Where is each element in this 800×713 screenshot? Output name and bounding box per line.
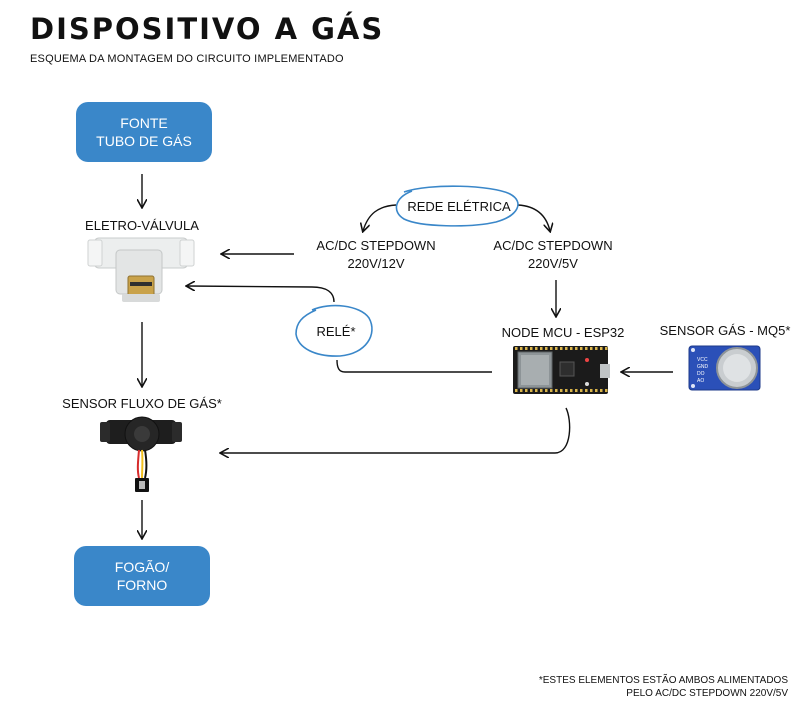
nodemcu-pins [515, 347, 608, 392]
rede-ellipse [395, 185, 519, 227]
nodemcu-image [513, 346, 610, 394]
nodemcu-pin [585, 389, 588, 392]
nodemcu-pin [570, 347, 573, 350]
nodemcu-pin [530, 347, 533, 350]
nodemcu-pin [545, 347, 548, 350]
arrow-rele-to-valvula [187, 286, 335, 303]
nodemcu-pin [580, 347, 583, 350]
fogao-line1: FOGÃO/ [114, 559, 170, 575]
nodemcu-pin [585, 347, 588, 350]
nodemcu-pin [575, 389, 578, 392]
nodemcu-pin [555, 347, 558, 350]
nodemcu-pin [555, 389, 558, 392]
stepdown12-line1: AC/DC STEPDOWN [316, 238, 436, 253]
fonte-line2: TUBO DE GÁS [96, 133, 192, 149]
valvula-label: ELETRO-VÁLVULA [85, 218, 199, 233]
page-title: DISPOSITIVO A GÁS [30, 12, 385, 46]
nodemcu-pin [565, 389, 568, 392]
nodemcu-pin [550, 389, 553, 392]
mq5-pin-label: VCC [697, 357, 708, 363]
stepdown5-line1: AC/DC STEPDOWN [493, 238, 613, 253]
nodemcu-pin [515, 389, 518, 392]
nodemcu-pin [595, 389, 598, 392]
rede-label: REDE ELÉTRICA [407, 199, 511, 214]
nodemcu-pin [550, 347, 553, 350]
nodemcu-pin [520, 389, 523, 392]
mq5-pin-label: AO [697, 378, 704, 384]
nodemcu-pin [570, 389, 573, 392]
nodemcu-pin [575, 347, 578, 350]
nodemcu-pin [560, 389, 563, 392]
stepdown12-line2: 220V/12V [347, 256, 405, 271]
arrow-nodemcu-to-fluxo [221, 407, 571, 453]
nodemcu-pin [520, 347, 523, 350]
mq5-pin-label: DO [697, 371, 705, 377]
footnote: *ESTES ELEMENTOS ESTÃO AMBOS ALIMENTADOS… [539, 674, 788, 700]
rele-ellipse [295, 304, 373, 357]
line-nodemcu-to-rele [336, 359, 492, 373]
arrow-rede-to-stepdown5 [517, 204, 550, 231]
nodemcu-pin [580, 389, 583, 392]
nodemcu-pin [525, 347, 528, 350]
nodemcu-pin [605, 347, 608, 350]
nodemcu-pin [540, 389, 543, 392]
nodemcu-pin [530, 389, 533, 392]
nodemcu-pin [600, 347, 603, 350]
mq5-label: SENSOR GÁS - MQ5* [659, 323, 791, 338]
nodemcu-pin [515, 347, 518, 350]
mq5-pin-label: GND [697, 364, 709, 370]
footnote-line2: PELO AC/DC STEPDOWN 220V/5V [626, 688, 788, 699]
nodemcu-pin [535, 389, 538, 392]
fogao-box: FOGÃO/ FORNO [74, 546, 210, 606]
footnote-line1: *ESTES ELEMENTOS ESTÃO AMBOS ALIMENTADOS [538, 675, 788, 686]
nodemcu-pin [590, 389, 593, 392]
stepdown5-line2: 220V/5V [528, 256, 578, 271]
fonte-line1: FONTE [120, 115, 168, 131]
nodemcu-pin [535, 347, 538, 350]
sensor-fluxo-image [100, 416, 182, 492]
stepdown5-label: AC/DC STEPDOWN 220V/5V [493, 237, 612, 273]
nodemcu-pin [560, 347, 563, 350]
page-subtitle: ESQUEMA DA MONTAGEM DO CIRCUITO IMPLEMEN… [30, 53, 344, 65]
nodemcu-pin [605, 389, 608, 392]
nodemcu-pin [590, 347, 593, 350]
arrow-rede-to-stepdown12 [363, 204, 397, 231]
nodemcu-pin [565, 347, 568, 350]
nodemcu-label: NODE MCU - ESP32 [501, 325, 625, 340]
nodemcu-pin [600, 389, 603, 392]
nodemcu-pin [540, 347, 543, 350]
fogao-line2: FORNO [116, 577, 168, 593]
stepdown12-label: AC/DC STEPDOWN 220V/12V [316, 237, 435, 273]
mq5-image [688, 345, 761, 391]
eletro-valvula-image [87, 237, 195, 302]
nodemcu-pin [525, 389, 528, 392]
fonte-box: FONTE TUBO DE GÁS [76, 102, 212, 162]
nodemcu-pin [595, 347, 598, 350]
nodemcu-pin [545, 389, 548, 392]
fluxo-label: SENSOR FLUXO DE GÁS* [62, 396, 222, 411]
rele-label: RELÉ* [316, 324, 356, 339]
